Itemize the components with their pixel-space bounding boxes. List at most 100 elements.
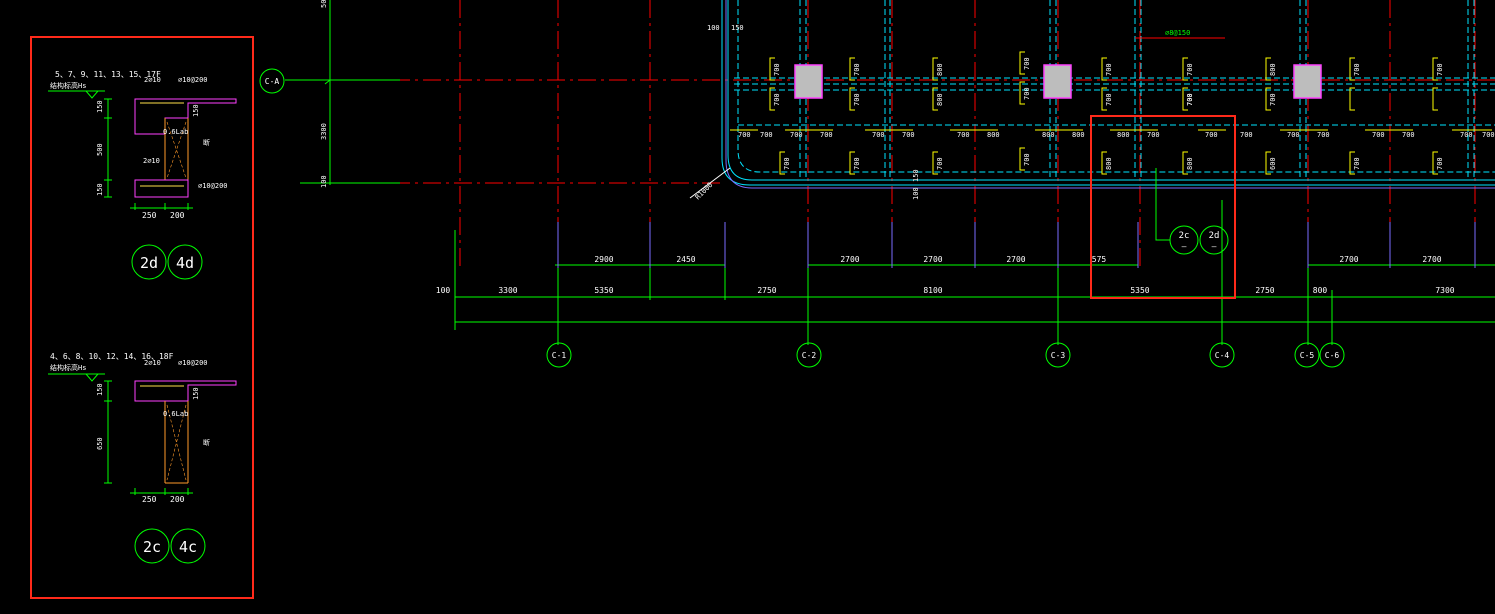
section-leader — [1155, 168, 1170, 241]
strip-middle-value: 700 — [1287, 131, 1300, 139]
strip-middle-value: 800 — [1042, 131, 1055, 139]
lower-elevation-mark — [48, 373, 105, 382]
strip-top-value: 700 — [1023, 87, 1031, 100]
dim-row1-value: 575 — [1092, 255, 1107, 264]
strip-ticks — [730, 51, 1492, 175]
lower-tag-circle-a — [134, 528, 170, 564]
section-tag-2-sub: — — [1212, 242, 1217, 251]
section-tag-1-sub: — — [1182, 242, 1187, 251]
dim-row1-value: 2700 — [1339, 255, 1358, 264]
dim-tick-lines — [557, 222, 1476, 268]
column-axis-label: C-4 — [1215, 351, 1230, 360]
strip-top-value: 700 — [1186, 63, 1194, 76]
column-2 — [1043, 64, 1072, 99]
strip-bottom-value: 700 — [1353, 157, 1361, 170]
purple-frame-lines — [725, 0, 1495, 189]
strip-bottom-value: 700 — [1436, 63, 1444, 76]
column-3 — [1293, 64, 1322, 99]
dim-row1-value: 2450 — [676, 255, 695, 264]
detail-panel-frame — [30, 36, 254, 599]
strip-middle-value: 700 — [1460, 131, 1473, 139]
small-dim-1: 150 — [912, 169, 920, 182]
upper-dim-v3: 150 — [96, 183, 104, 196]
column-axis-bubble — [546, 342, 572, 368]
lower-elevation-label: 结构标高Hs — [50, 363, 86, 372]
lower-horizontal-dim-line — [130, 488, 193, 495]
lower-dim-right: 150 — [192, 387, 200, 400]
strip-top-value: 700 — [1105, 93, 1113, 106]
column-1 — [794, 64, 823, 99]
lower-web-hatch — [166, 404, 187, 481]
lower-top-bar-label: 2⌀10 — [144, 359, 161, 367]
column-axis-label: C-1 — [552, 351, 567, 360]
strip-middle-value: 800 — [1072, 131, 1085, 139]
section-tag-1-label: 2c — [1179, 231, 1190, 241]
dim-row2-value: 2750 — [757, 286, 776, 295]
lower-lab-label: 0.6Lab — [163, 410, 188, 418]
strip-top-value: 700 — [853, 93, 861, 106]
strip-middle-value: 700 — [1372, 131, 1385, 139]
strip-middle-value: 700 — [1482, 131, 1495, 139]
upper-web — [164, 118, 189, 180]
strip-middle-value: 700 — [1147, 131, 1160, 139]
upper-tag-circle-a — [131, 244, 167, 280]
strip-bottom-value: 700 — [936, 157, 944, 170]
upper-dim-v2: 500 — [96, 143, 104, 156]
upper-stirrup-top-label: ⌀10@200 — [178, 76, 208, 84]
column-axis-bubble — [796, 342, 822, 368]
strip-middle-value: 800 — [987, 131, 1000, 139]
lower-tag-a: 2c — [143, 538, 161, 556]
column-axis-bubble — [1209, 342, 1235, 368]
dim-row2-value: 2750 — [1255, 286, 1274, 295]
top-label-2: 150 — [731, 24, 744, 32]
left-dim-1: 50 — [320, 0, 328, 8]
strip-bottom-value: 700 — [1353, 63, 1361, 76]
strip-middle-value: 700 — [820, 131, 833, 139]
section-detail-lower: 4、6、8、10、12、14、16、18F 结构标高Hs 2⌀10 ⌀10@20… — [48, 352, 237, 564]
strip-bottom-value: 600 — [1269, 157, 1277, 170]
rebar-label: ⌀8@150 — [1165, 29, 1190, 37]
dim-row2-value: 800 — [1313, 286, 1328, 295]
strip-bottom-value: 800 — [1105, 157, 1113, 170]
column-axis-bubble — [1045, 342, 1071, 368]
dim-row1-value: 2700 — [923, 255, 942, 264]
upper-horizontal-dim-line — [130, 203, 193, 210]
upper-dim-v1: 150 — [96, 100, 104, 113]
section-tag-circle-1 — [1169, 225, 1199, 255]
strip-top-value: 800 — [1269, 63, 1277, 76]
column-axis-bubble — [1319, 342, 1345, 368]
upper-mid-bar-label: 2⌀10 — [143, 157, 160, 165]
strip-bottom-value: 700 — [853, 157, 861, 170]
lower-vertical-dim-line — [104, 380, 112, 484]
highlight-box — [1090, 115, 1236, 299]
strip-middle-value: 700 — [872, 131, 885, 139]
strip-bottom-value: 700 — [1436, 157, 1444, 170]
strip-bottom-value: 700 — [1023, 153, 1031, 166]
upper-tag-a: 2d — [140, 254, 158, 272]
upper-floors-label: 5、7、9、11、13、15、17F — [55, 70, 161, 79]
upper-tag-b: 4d — [176, 254, 194, 272]
lower-top-flange — [134, 380, 237, 402]
upper-top-bar-label: 2⌀10 — [144, 76, 161, 84]
dim-row1-value: 2700 — [840, 255, 859, 264]
dim-row1-value: 2700 — [1422, 255, 1441, 264]
dim-row2-value: 100 — [436, 286, 451, 295]
dim-row2-value: 7300 — [1435, 286, 1454, 295]
radius-leader — [689, 167, 731, 199]
dim-row1-value: 2700 — [1006, 255, 1025, 264]
strip-bottom-value: 700 — [783, 157, 791, 170]
upper-dim-h1: 250 — [142, 211, 157, 220]
lower-tag-b: 4c — [179, 538, 197, 556]
strip-top-value: 700 — [853, 63, 861, 76]
lower-dim-v1: 150 — [96, 383, 104, 396]
strip-middle-value: 700 — [1317, 131, 1330, 139]
column-axis-label: C-5 — [1300, 351, 1315, 360]
strip-middle-value: 700 — [760, 131, 773, 139]
strip-middle-value: 700 — [1205, 131, 1218, 139]
